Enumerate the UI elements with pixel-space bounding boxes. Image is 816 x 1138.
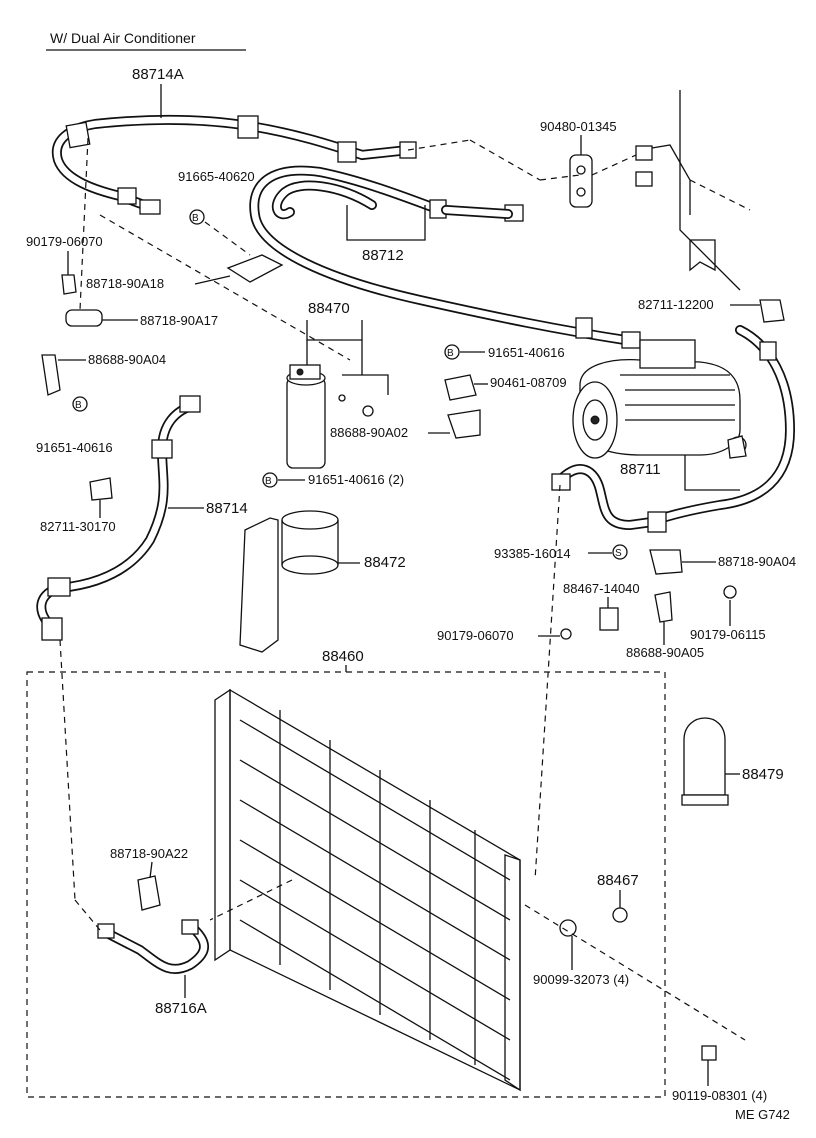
hose-88712 xyxy=(249,165,641,349)
hose-88714 xyxy=(36,395,201,641)
hose-88714a xyxy=(51,114,417,215)
compressor xyxy=(572,339,747,459)
badge-b1: B xyxy=(192,213,199,224)
badge-b3: B xyxy=(75,400,82,411)
label-88718-90a22: 88718-90A22 xyxy=(110,846,188,861)
part-labels: 88714A 90480-01345 91665-40620 B 90179-0… xyxy=(26,66,796,1122)
label-93385-16014: 93385-16014 xyxy=(494,546,571,561)
label-82711-12200: 82711-12200 xyxy=(638,297,714,312)
label-91651-40616-b: 91651-40616 xyxy=(36,440,113,455)
label-88712: 88712 xyxy=(362,247,404,264)
label-88479: 88479 xyxy=(742,766,784,783)
label-91665-40620: 91665-40620 xyxy=(178,169,255,184)
dashed-connections xyxy=(59,137,746,1041)
label-88467: 88467 xyxy=(597,872,639,889)
label-88467-14040: 88467-14040 xyxy=(563,581,640,596)
label-88460: 88460 xyxy=(322,648,364,665)
label-88470: 88470 xyxy=(308,300,350,317)
label-88472: 88472 xyxy=(364,554,406,571)
diagram-title: W/ Dual Air Conditioner xyxy=(50,30,196,46)
dryer-88479 xyxy=(681,717,729,806)
condenser-88460 xyxy=(26,671,717,1098)
bracket-88472 xyxy=(239,510,339,653)
label-91651-40616-a: 91651-40616 xyxy=(488,345,565,360)
label-91651-40616-2: 91651-40616 (2) xyxy=(308,472,404,487)
label-88714: 88714 xyxy=(206,500,248,517)
label-88718-90a17: 88718-90A17 xyxy=(140,313,218,328)
receiver-88470 xyxy=(286,364,374,469)
label-82711-30170: 82711-30170 xyxy=(40,519,116,534)
badge-s1: S xyxy=(615,548,622,559)
label-90179-06070-a: 90179-06070 xyxy=(26,234,103,249)
label-88688-90a05: 88688-90A05 xyxy=(626,645,704,660)
bracket-90480-01345 xyxy=(569,90,751,291)
label-90179-06070-b: 90179-06070 xyxy=(437,628,514,643)
label-88714a: 88714A xyxy=(132,66,184,83)
small-parts-left xyxy=(41,254,284,501)
label-88716a: 88716A xyxy=(155,1000,207,1017)
label-88718-90a18: 88718-90A18 xyxy=(86,276,164,291)
label-88711: 88711 xyxy=(620,461,661,478)
label-90119-08301: 90119-08301 (4) xyxy=(672,1088,767,1103)
diagram-code: ME G742 xyxy=(735,1107,790,1122)
hose-88711 xyxy=(551,325,796,533)
label-90179-06115: 90179-06115 xyxy=(690,627,766,642)
label-88688-90a02: 88688-90A02 xyxy=(330,425,408,440)
badge-b4: B xyxy=(265,476,272,487)
label-90099-32073: 90099-32073 (4) xyxy=(533,972,629,987)
label-88718-90a04: 88718-90A04 xyxy=(718,554,796,569)
label-88688-90a04: 88688-90A04 xyxy=(88,352,166,367)
badge-b2: B xyxy=(447,348,454,359)
label-90480-01345: 90480-01345 xyxy=(540,119,617,134)
small-parts-middle xyxy=(444,299,785,640)
tube-88716a xyxy=(97,875,209,974)
label-90461-08709: 90461-08709 xyxy=(490,375,567,390)
